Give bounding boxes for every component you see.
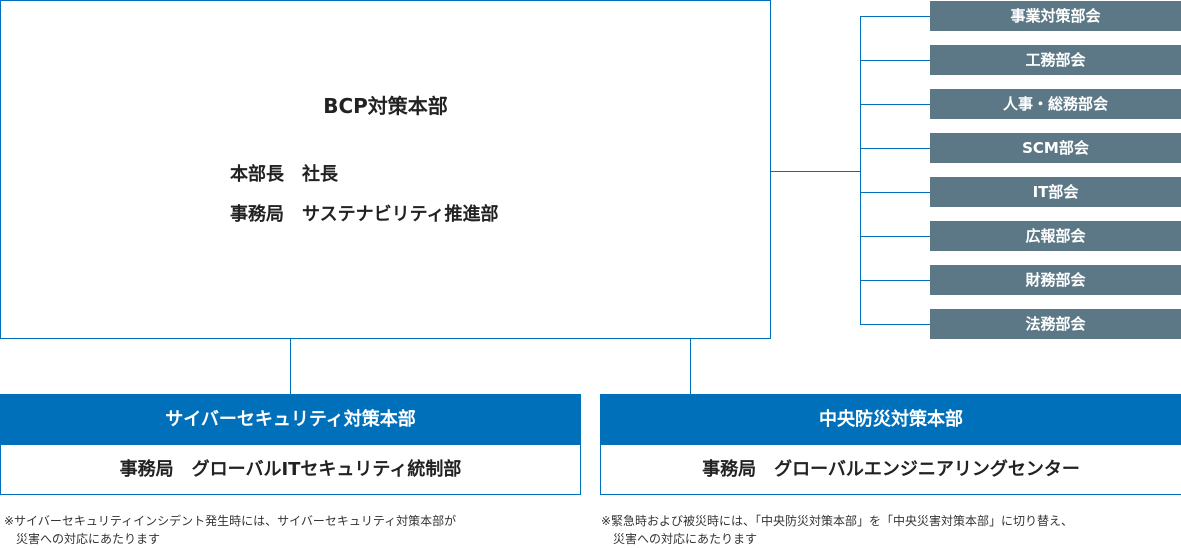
committee-box: 広報部会 xyxy=(930,221,1181,251)
headquarters-head: 本部長 社長 xyxy=(230,164,338,185)
cyber-note: ※サイバーセキュリティインシデント発生時には、サイバーセキュリティ対策本部が 災… xyxy=(4,514,457,546)
committee-box: 人事・総務部会 xyxy=(930,89,1181,119)
connector-line xyxy=(860,60,930,61)
bcp-headquarters-box xyxy=(0,0,771,339)
cyber-secretariat: 事務局 グローバルITセキュリティ統制部 xyxy=(119,459,462,480)
connector-line xyxy=(860,104,930,105)
cyber-security-headquarters: サイバーセキュリティ対策本部 事務局 グローバルITセキュリティ統制部 xyxy=(0,394,581,495)
bcp-headquarters-title: BCP対策本部 xyxy=(323,94,448,118)
connector-line xyxy=(770,171,860,172)
headquarters-secretariat: 事務局 サステナビリティ推進部 xyxy=(230,204,499,225)
connector-line xyxy=(290,338,291,394)
committee-box: 工務部会 xyxy=(930,45,1181,75)
connector-line xyxy=(860,16,861,325)
connector-line xyxy=(860,280,930,281)
cyber-title: サイバーセキュリティ対策本部 xyxy=(1,395,580,445)
disaster-title: 中央防災対策本部 xyxy=(601,395,1181,445)
connector-line xyxy=(860,148,930,149)
connector-line xyxy=(860,16,930,17)
committee-box: 法務部会 xyxy=(930,309,1181,339)
committee-box: 事業対策部会 xyxy=(930,1,1181,31)
connector-line xyxy=(690,338,691,394)
committee-box: 財務部会 xyxy=(930,265,1181,295)
central-disaster-headquarters: 中央防災対策本部 事務局 グローバルエンジニアリングセンター xyxy=(600,394,1181,495)
committee-box: IT部会 xyxy=(930,177,1181,207)
committee-box: SCM部会 xyxy=(930,133,1181,163)
connector-line xyxy=(860,324,930,325)
disaster-secretariat: 事務局 グローバルエンジニアリングセンター xyxy=(702,459,1080,480)
disaster-note: ※緊急時および被災時には、「中央防災対策本部」を「中央災害対策本部」に切り替え、… xyxy=(601,514,1074,546)
connector-line xyxy=(860,192,930,193)
connector-line xyxy=(860,236,930,237)
